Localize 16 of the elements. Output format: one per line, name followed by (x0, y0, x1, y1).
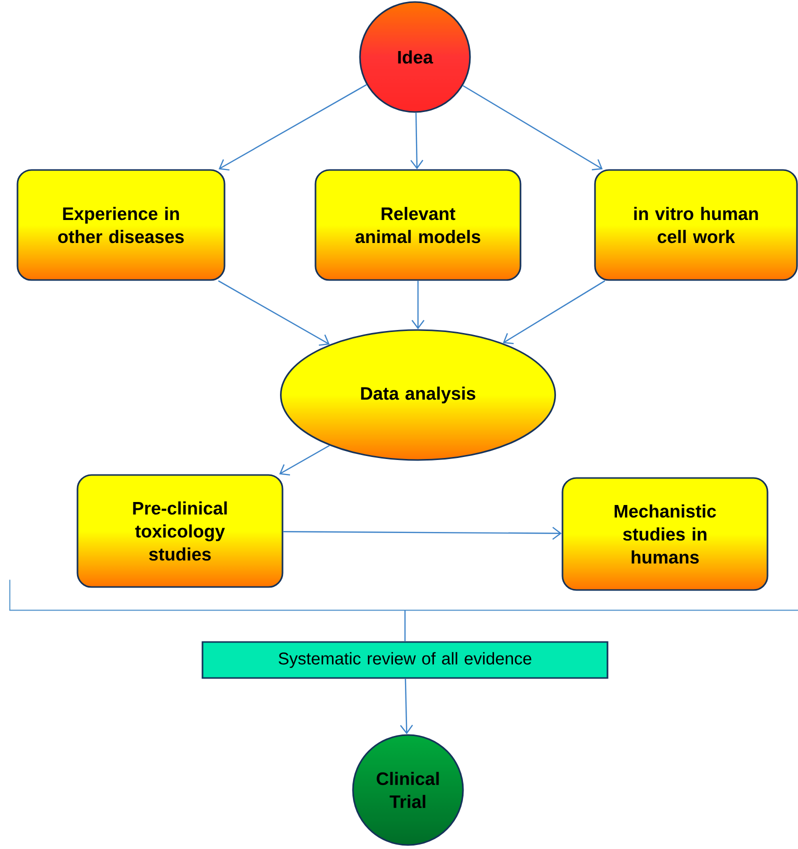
bracket (9, 579, 798, 611)
arrow (410, 112, 424, 170)
arrow (502, 280, 606, 344)
arrow (462, 85, 603, 170)
process-box: Mechanistic studies in humans (562, 477, 768, 591)
arrow (218, 84, 367, 171)
process-box: in vitro human cell work (594, 169, 798, 281)
arrow (283, 526, 562, 540)
arrow (279, 444, 330, 476)
process-box: Pre-clinical toxicology studies (76, 474, 284, 588)
process-box: Relevant animal models (314, 169, 522, 281)
review-box: Systematic review of all evidence (202, 641, 608, 679)
process-box: Experience in other diseases (16, 169, 226, 281)
arrow (218, 280, 330, 346)
arrow (412, 280, 424, 330)
arrow (400, 678, 413, 734)
